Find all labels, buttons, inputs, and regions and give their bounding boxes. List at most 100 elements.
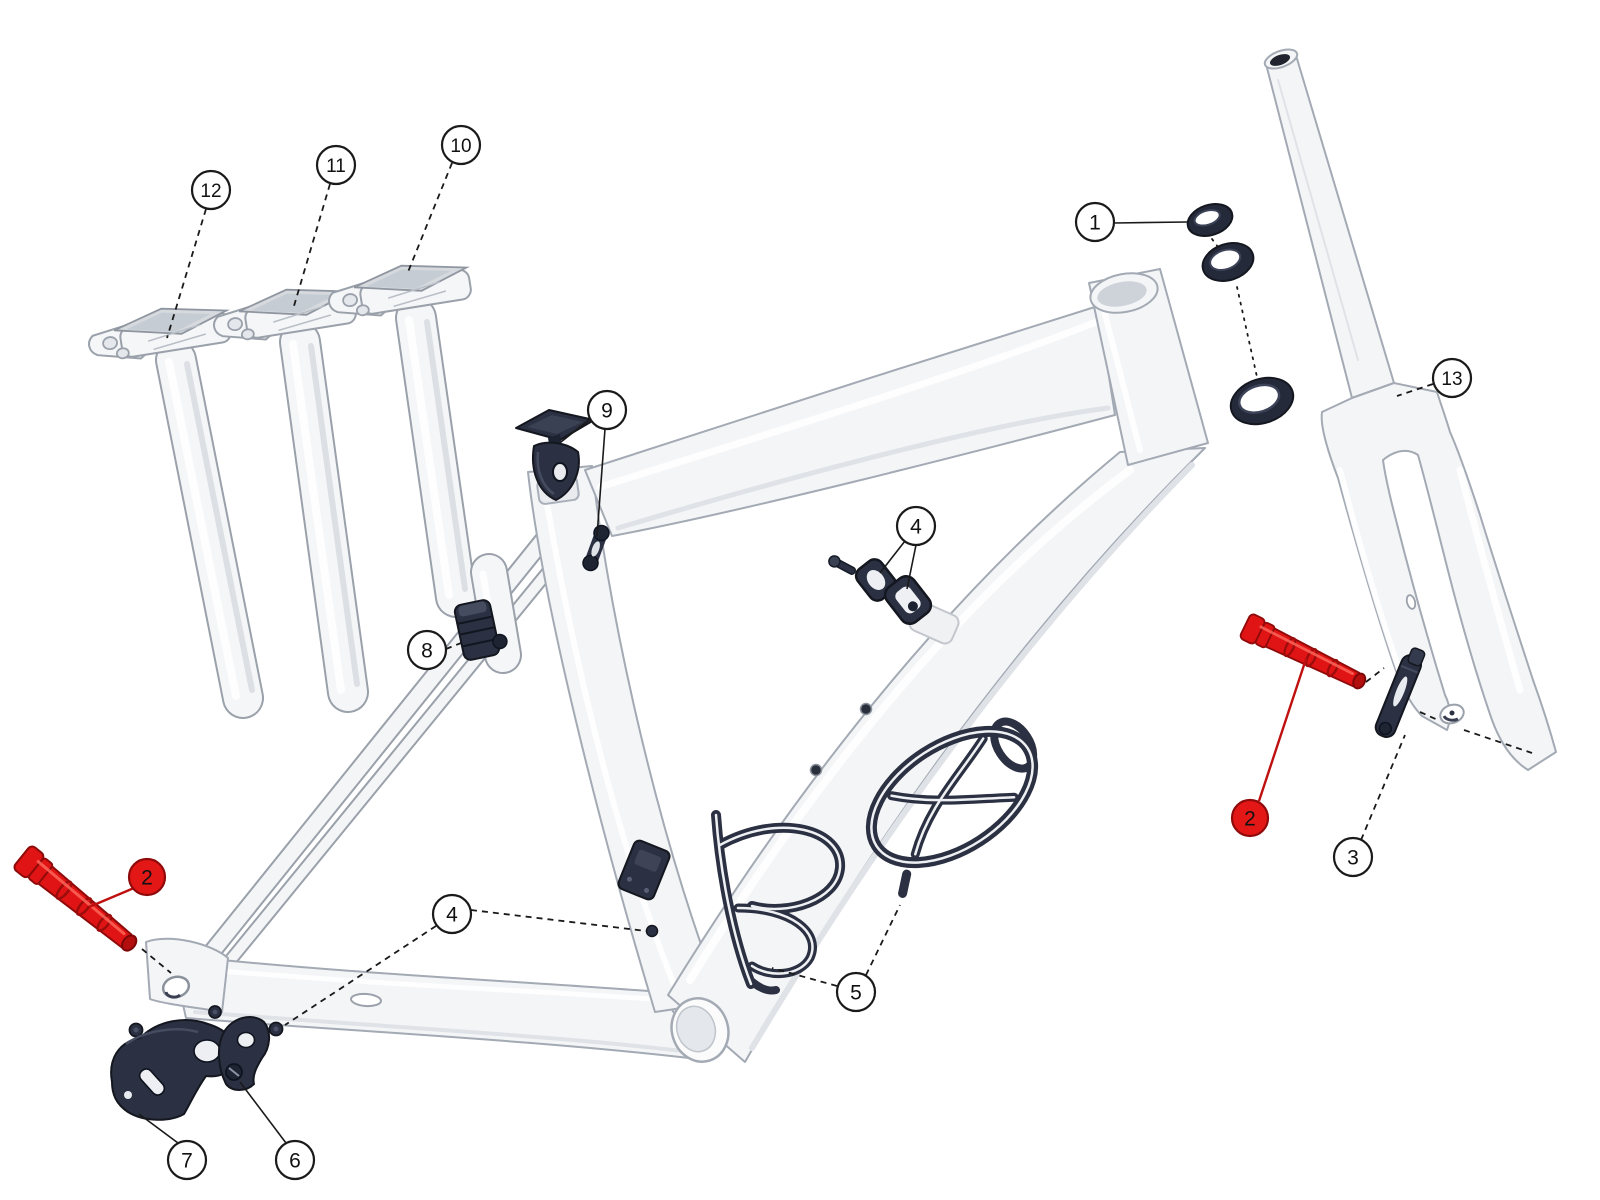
callout-circle[interactable] bbox=[586, 389, 628, 431]
seatpost-12 bbox=[88, 307, 264, 719]
callout-number: 10 bbox=[450, 136, 471, 157]
derailleur-hanger-7 bbox=[110, 1019, 238, 1121]
seatpost-head bbox=[88, 307, 232, 360]
callout-circle[interactable] bbox=[190, 169, 232, 211]
mount-nut bbox=[268, 1021, 284, 1037]
axle-nut bbox=[128, 1022, 144, 1038]
callout-4-bottom[interactable]: 4 bbox=[431, 893, 473, 935]
callout-number: 2 bbox=[1244, 808, 1256, 831]
front-fork bbox=[1263, 48, 1557, 771]
callout-leader-11 bbox=[293, 183, 331, 307]
callout-2-right[interactable]: 2 bbox=[1230, 798, 1270, 838]
callout-number: 5 bbox=[850, 982, 862, 1005]
callout-number: 4 bbox=[910, 516, 922, 539]
callout-leader-3 bbox=[1360, 734, 1406, 841]
callout-10[interactable]: 10 bbox=[440, 124, 482, 166]
seatstays bbox=[193, 493, 594, 986]
headset-bearings bbox=[1186, 203, 1295, 426]
callout-11[interactable]: 11 bbox=[315, 144, 357, 186]
callout-leader-4-top bbox=[906, 544, 917, 590]
seatpost-head bbox=[328, 264, 472, 317]
callout-circle[interactable] bbox=[1074, 201, 1116, 243]
callout-leader-7 bbox=[138, 1113, 179, 1144]
callout-number: 2 bbox=[141, 867, 153, 890]
callout-leader-9 bbox=[596, 428, 606, 537]
bottle-cage-left bbox=[711, 810, 846, 995]
bottle-cage-right bbox=[865, 717, 1039, 898]
seatpost-10 bbox=[328, 264, 477, 618]
callout-circle[interactable] bbox=[1431, 357, 1473, 399]
bottom-bracket bbox=[670, 997, 730, 1063]
assembly-axis-lines bbox=[141, 238, 1533, 974]
dropout-hanger-6 bbox=[218, 1016, 270, 1091]
callout-leader-1 bbox=[1113, 221, 1188, 224]
callout-number: 4 bbox=[446, 904, 458, 927]
seatpost-clamp-8 bbox=[453, 599, 508, 661]
callout-1[interactable]: 1 bbox=[1074, 201, 1116, 243]
rear-dropout bbox=[145, 937, 229, 1013]
callout-leader-5 bbox=[865, 904, 901, 976]
callout-leader-2-right bbox=[1257, 658, 1308, 802]
callout-number: 1 bbox=[1089, 212, 1101, 235]
callout-leader-4-bottom bbox=[284, 925, 437, 1026]
callout-2-left[interactable]: 2 bbox=[127, 857, 167, 897]
callout-circle[interactable] bbox=[835, 971, 877, 1013]
callout-13[interactable]: 13 bbox=[1431, 357, 1473, 399]
steerer-top-cap bbox=[1269, 54, 1291, 66]
fork-dropout bbox=[1439, 703, 1465, 725]
head-tube bbox=[1088, 268, 1209, 466]
callout-circle[interactable] bbox=[1230, 798, 1270, 838]
callout-leader-5 bbox=[771, 967, 838, 987]
seat-tube bbox=[527, 465, 723, 1013]
callout-circle[interactable] bbox=[440, 124, 482, 166]
callout-leader-4-top bbox=[879, 540, 906, 574]
callout-leader-8 bbox=[445, 642, 462, 650]
assembly-axis-line bbox=[1365, 667, 1385, 683]
mount-covers-4 bbox=[828, 555, 933, 626]
callout-leader-2-left bbox=[88, 886, 135, 909]
assembly-axis-line bbox=[1211, 238, 1222, 252]
callout-leader-lines bbox=[88, 162, 1434, 1144]
callout-circle[interactable] bbox=[166, 1139, 208, 1181]
derailleur-mount-plate bbox=[617, 839, 671, 901]
rear-thru-axle[interactable] bbox=[12, 845, 143, 959]
callout-circle[interactable] bbox=[406, 629, 448, 671]
callout-number: 3 bbox=[1347, 847, 1359, 870]
top-tube bbox=[584, 305, 1116, 537]
mount-bolt bbox=[645, 924, 659, 938]
assembly-axis-line bbox=[1463, 729, 1533, 754]
callout-number: 9 bbox=[601, 400, 613, 423]
callout-number: 13 bbox=[1441, 369, 1462, 390]
callout-circle[interactable] bbox=[274, 1139, 316, 1181]
callout-leader-10 bbox=[407, 162, 453, 273]
callout-8[interactable]: 8 bbox=[406, 629, 448, 671]
callout-circle[interactable] bbox=[431, 893, 473, 935]
callout-number: 11 bbox=[326, 156, 346, 177]
callout-7[interactable]: 7 bbox=[166, 1139, 208, 1181]
callout-6[interactable]: 6 bbox=[274, 1139, 316, 1181]
callout-leader-12 bbox=[166, 208, 207, 339]
assembly-axis-line bbox=[1236, 286, 1258, 378]
seatpost-11 bbox=[213, 288, 369, 713]
callout-9[interactable]: 9 bbox=[586, 389, 628, 431]
callout-circle[interactable] bbox=[1332, 836, 1374, 878]
axle-nut bbox=[208, 1005, 222, 1019]
seatpost-head bbox=[213, 288, 357, 341]
callout-3[interactable]: 3 bbox=[1332, 836, 1374, 878]
seatposts bbox=[88, 264, 522, 719]
callout-number: 12 bbox=[200, 181, 221, 202]
bottle-boss-hole bbox=[809, 763, 823, 777]
front-thru-axle[interactable] bbox=[1239, 613, 1370, 696]
callout-leader-4-bottom bbox=[470, 909, 647, 932]
callout-12[interactable]: 12 bbox=[190, 169, 232, 211]
callout-circle[interactable] bbox=[127, 857, 167, 897]
callout-5[interactable]: 5 bbox=[835, 971, 877, 1013]
callout-circle[interactable] bbox=[895, 505, 937, 547]
callout-4-top[interactable]: 4 bbox=[895, 505, 937, 547]
callout-leader-6 bbox=[239, 1081, 287, 1144]
callout-number: 6 bbox=[289, 1150, 301, 1173]
bottle-boss-hole bbox=[859, 702, 873, 716]
callout-circle[interactable] bbox=[315, 144, 357, 186]
